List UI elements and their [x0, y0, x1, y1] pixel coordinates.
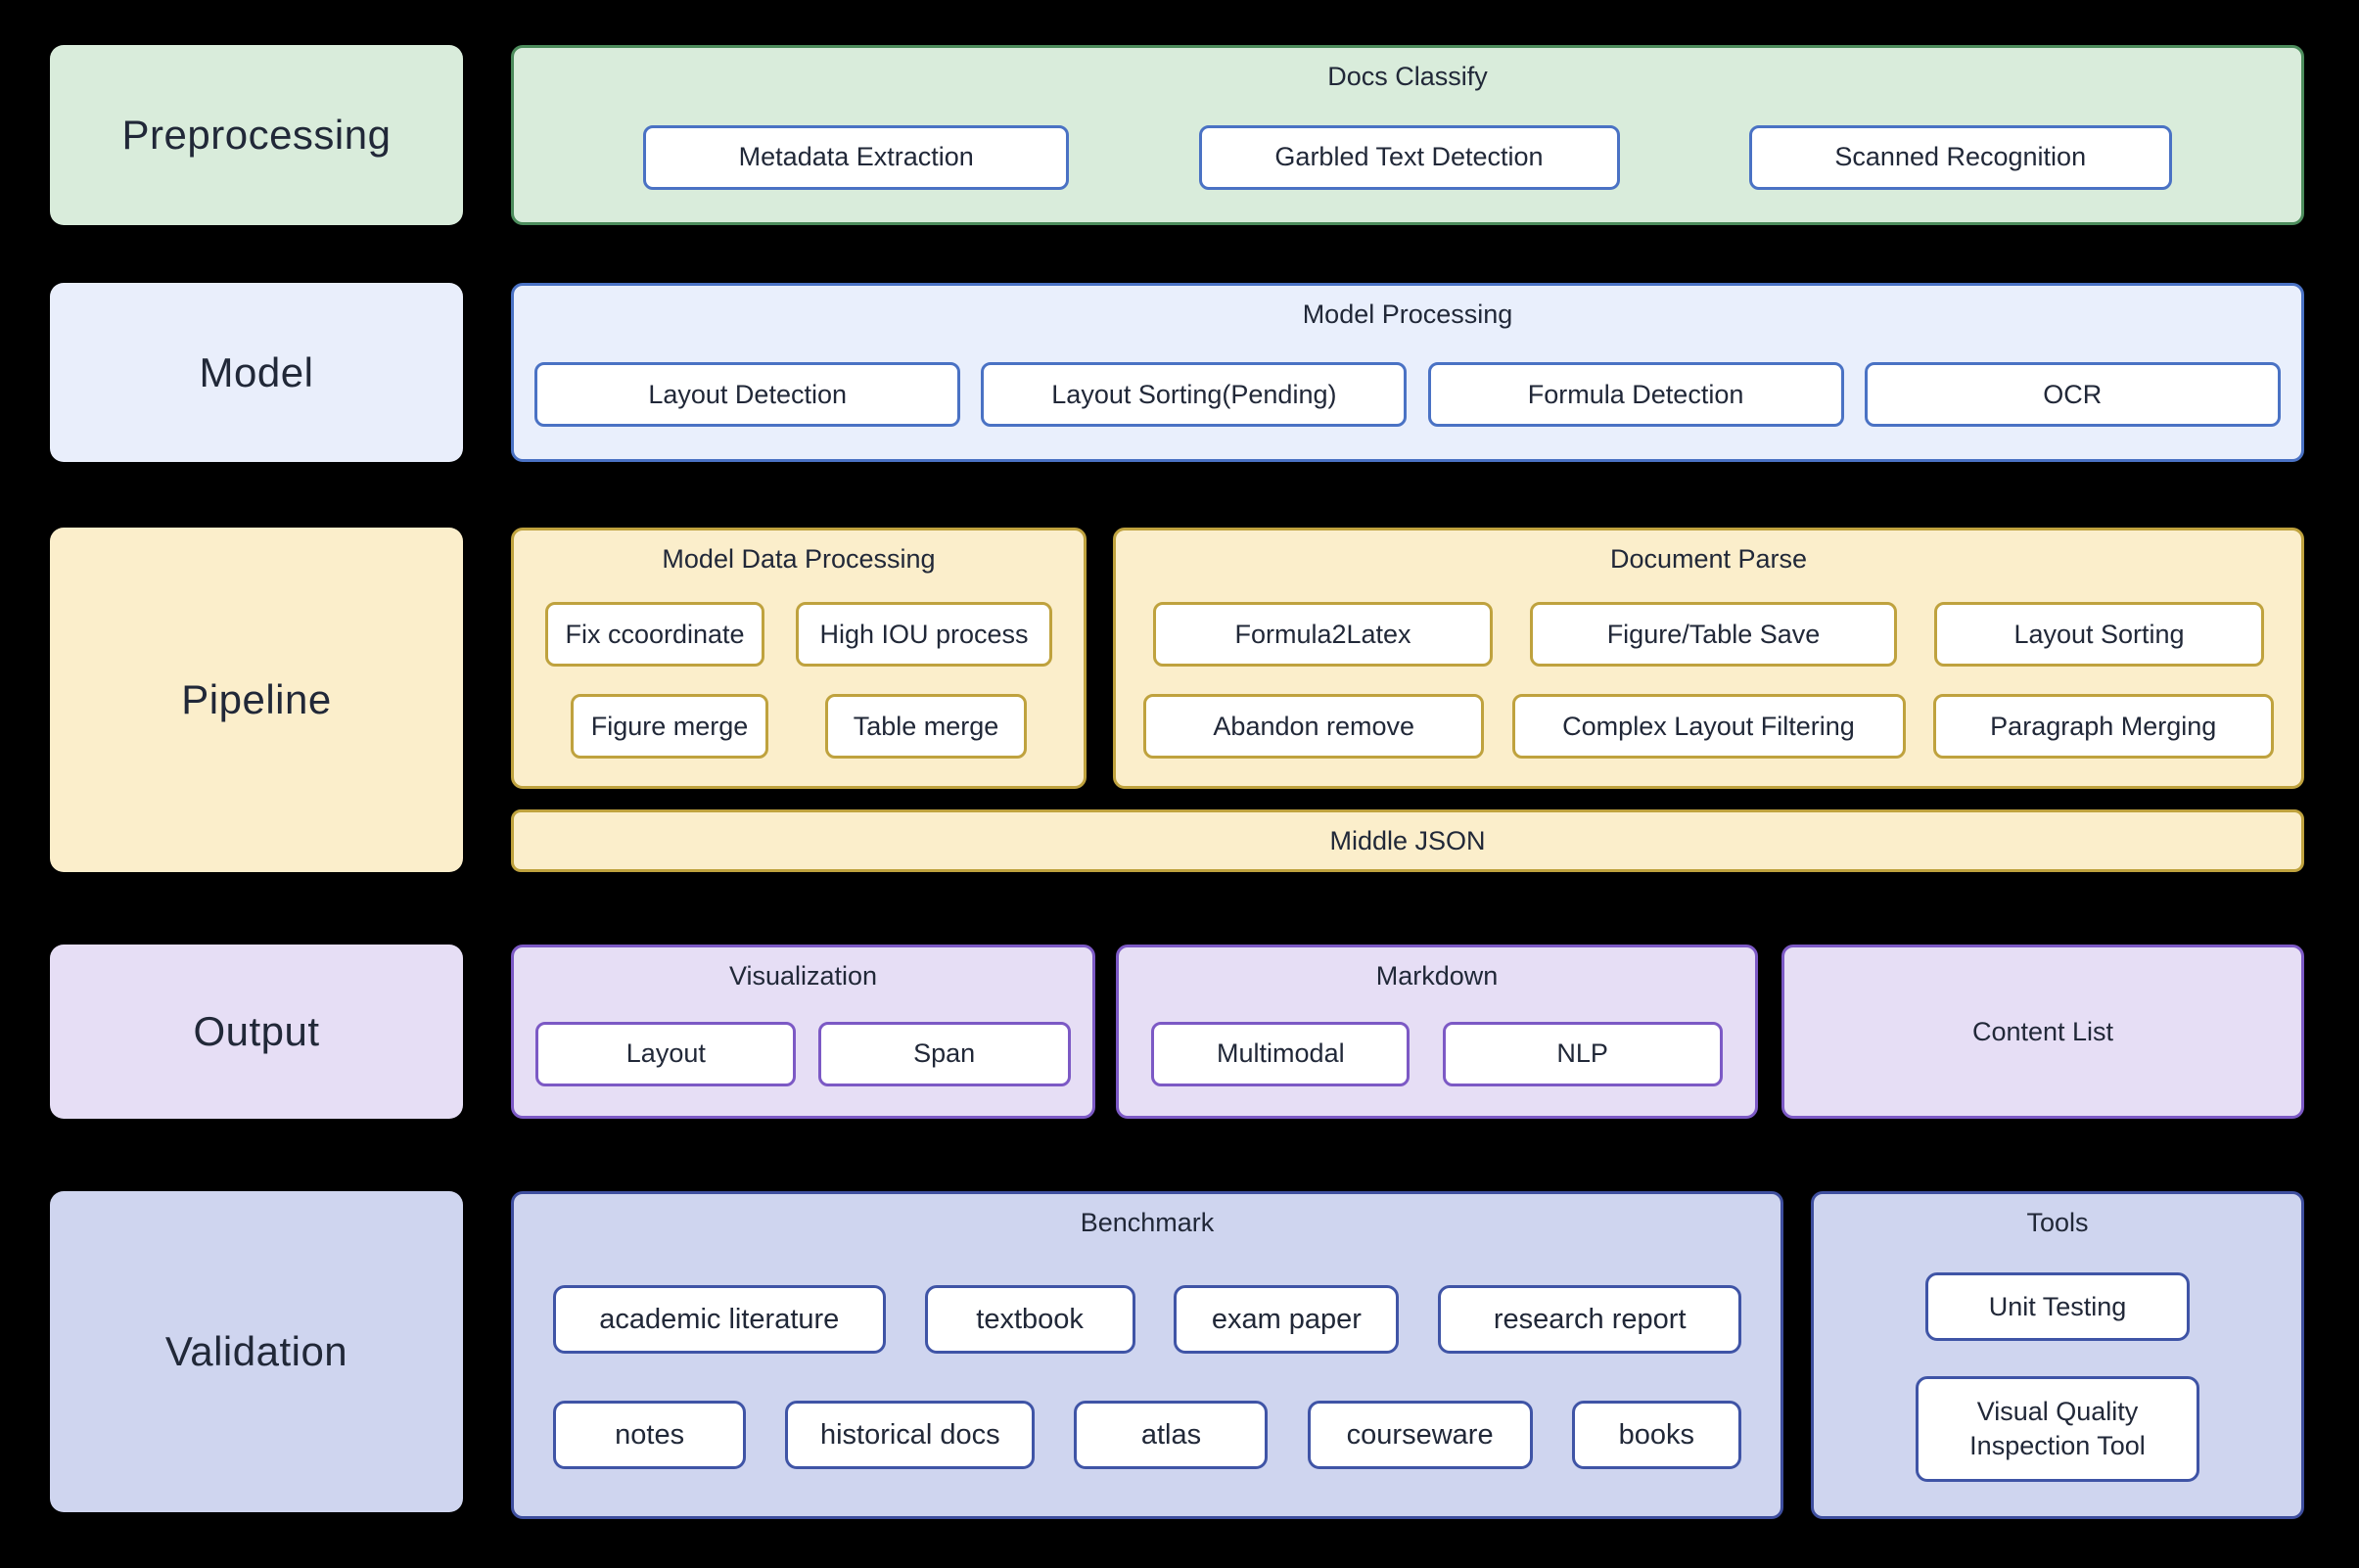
chip-abandon-remove: Abandon remove	[1143, 694, 1485, 759]
chip-garbled-text-detection: Garbled Text Detection	[1198, 124, 1620, 190]
chip-layout-detection: Layout Detection	[534, 362, 961, 427]
chip-fix-ccoordinate: Fix ccoordinate	[545, 602, 764, 667]
chip-table-merge: Table merge	[825, 694, 1027, 759]
content-list-container: Content List	[1781, 945, 2304, 1119]
chip-unit-testing: Unit Testing	[1925, 1272, 2190, 1342]
visualization-title: Visualization	[728, 961, 878, 991]
model-data-processing-container: Model Data Processing Fix ccoordinate Hi…	[511, 528, 1087, 789]
chip-multimodal: Multimodal	[1151, 1021, 1411, 1086]
chip-ocr: OCR	[1864, 362, 2281, 427]
document-parse-title: Document Parse	[1609, 544, 1808, 574]
document-parse-container: Document Parse Formula2Latex Figure/Tabl…	[1113, 528, 2304, 789]
chip-paragraph-merging: Paragraph Merging	[1932, 694, 2274, 759]
chip-historical-docs: historical docs	[785, 1401, 1036, 1469]
model-data-processing-title: Model Data Processing	[662, 544, 936, 574]
chip-books: books	[1571, 1401, 1741, 1469]
tools-container: Tools Unit Testing Visual Quality Inspec…	[1811, 1191, 2304, 1519]
chip-layout-sorting-pending: Layout Sorting(Pending)	[981, 362, 1408, 427]
chip-research-report: research report	[1438, 1285, 1742, 1354]
side-label-validation: Validation	[50, 1191, 463, 1512]
tools-title: Tools	[2026, 1208, 2089, 1237]
chip-layout-sorting: Layout Sorting	[1934, 602, 2264, 667]
chip-academic-literature: academic literature	[552, 1285, 886, 1354]
chip-exam-paper: exam paper	[1174, 1285, 1400, 1354]
chip-formula-detection: Formula Detection	[1427, 362, 1844, 427]
chip-metadata-extraction: Metadata Extraction	[643, 124, 1070, 190]
chip-nlp: NLP	[1442, 1021, 1723, 1086]
chip-high-iou-process: High IOU process	[796, 602, 1052, 667]
markdown-title: Markdown	[1375, 961, 1499, 991]
model-processing-title: Model Processing	[1302, 300, 1513, 329]
middle-json-bar: Middle JSON	[511, 809, 2304, 872]
benchmark-container: Benchmark academic literature textbook e…	[511, 1191, 1783, 1519]
model-processing-container: Model Processing Layout Detection Layout…	[511, 283, 2304, 462]
chip-textbook: textbook	[924, 1285, 1135, 1354]
chip-formula2latex: Formula2Latex	[1153, 602, 1493, 667]
chip-figure-table-save: Figure/Table Save	[1530, 602, 1897, 667]
chip-notes: notes	[553, 1401, 747, 1469]
side-label-pipeline: Pipeline	[50, 528, 463, 872]
benchmark-title: Benchmark	[1080, 1208, 1215, 1237]
docs-classify-container: Docs Classify Metadata Extraction Garble…	[511, 45, 2304, 225]
markdown-container: Markdown Multimodal NLP	[1116, 945, 1758, 1119]
chip-span: Span	[817, 1021, 1071, 1086]
chip-scanned-recognition: Scanned Recognition	[1748, 124, 2172, 190]
chip-visual-quality-inspection-tool: Visual Quality Inspection Tool	[1916, 1375, 2199, 1482]
chip-atlas: atlas	[1074, 1401, 1269, 1469]
side-label-output: Output	[50, 945, 463, 1119]
side-label-preprocessing: Preprocessing	[50, 45, 463, 225]
chip-figure-merge: Figure merge	[571, 694, 768, 759]
side-label-model: Model	[50, 283, 463, 462]
visualization-container: Visualization Layout Span	[511, 945, 1095, 1119]
chip-layout: Layout	[535, 1021, 797, 1086]
docs-classify-title: Docs Classify	[1327, 62, 1488, 91]
chip-complex-layout-filtering: Complex Layout Filtering	[1511, 694, 1906, 759]
chip-courseware: courseware	[1307, 1401, 1533, 1469]
